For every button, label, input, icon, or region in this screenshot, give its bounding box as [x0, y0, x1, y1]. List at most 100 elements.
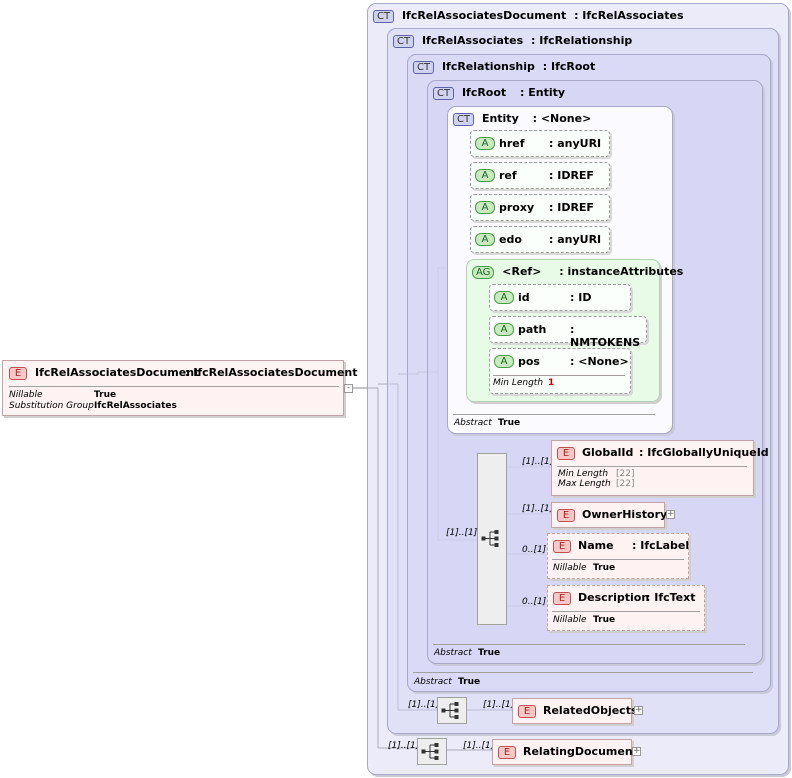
ct1-type: : IfcRelAssociates	[574, 9, 684, 22]
ct2-name: IfcRelAssociates	[421, 34, 524, 47]
ct3-type: : IfcRoot	[542, 60, 596, 73]
relating-sequence-compositor[interactable]	[417, 738, 447, 765]
substitution-group-property: Substitution Group	[9, 401, 94, 411]
attribute-type: : anyURI	[549, 137, 602, 150]
nillable-property: Nillable	[9, 390, 43, 400]
nillable-value: True	[94, 390, 117, 400]
attribute-group-icon: AG	[472, 265, 495, 279]
related-sequence-compositor[interactable]	[437, 697, 467, 724]
complex-type-icon: CT	[453, 112, 475, 126]
attribute-name: edo	[499, 233, 522, 246]
ct3-header: CT IfcRelationship : IfcRoot	[413, 60, 595, 74]
ct2-header: CT IfcRelAssociates : IfcRelationship	[393, 34, 632, 48]
element-name: GlobalId	[582, 446, 634, 459]
attribute-name: id	[518, 291, 530, 304]
attribute-name: path	[518, 323, 547, 336]
attribute-icon: A	[494, 323, 514, 336]
element-type: : IfcLabel	[632, 539, 690, 552]
collapse-toggle-icon[interactable]: -	[344, 384, 353, 393]
element-ownerhistory[interactable]: E OwnerHistory	[551, 502, 668, 528]
description-multiplicity: 0..[1]	[522, 597, 547, 607]
attribute-ref[interactable]: A ref : IDREF	[470, 162, 610, 189]
max-length-property: Max Length	[558, 479, 611, 489]
complex-type-icon: CT	[413, 60, 435, 74]
element-icon: E	[557, 509, 575, 522]
abstract-value: True	[478, 648, 501, 658]
relating-sequence-multiplicity: [1]..[1]	[388, 741, 420, 751]
attribute-icon: A	[475, 233, 495, 246]
nillable-property: Nillable	[553, 563, 587, 573]
attribute-group-type: : instanceAttributes	[559, 265, 684, 278]
divider	[552, 559, 684, 560]
element-name: RelatingDocument	[523, 745, 638, 758]
attribute-type: : <None>	[570, 355, 629, 368]
attribute-type: : IDREF	[549, 169, 594, 182]
element-name: RelatedObjects	[543, 704, 638, 717]
complex-type-icon: CT	[373, 9, 395, 23]
element-name[interactable]: E Name : IfcLabel Nillable True	[547, 533, 689, 579]
expand-icon[interactable]: +	[666, 509, 675, 519]
element-type: : IfcText	[646, 591, 696, 604]
attribute-group-name: <Ref>	[502, 265, 542, 278]
divider	[433, 644, 745, 645]
ct4-name: IfcRoot	[461, 86, 507, 99]
expand-icon[interactable]: +	[632, 746, 641, 756]
attribute-icon: A	[475, 169, 495, 182]
expand-icon[interactable]: +	[634, 705, 643, 715]
divider	[9, 386, 339, 387]
abstract-property: Abstract	[414, 677, 452, 687]
min-length-property: Min Length	[493, 378, 544, 388]
element-icon: E	[498, 746, 516, 759]
attribute-pos[interactable]: A pos : <None> Min Length 1	[489, 348, 631, 394]
divider	[552, 611, 700, 612]
element-icon: E	[9, 367, 27, 380]
element-icon: E	[518, 705, 536, 718]
max-length-value: [22]	[616, 479, 635, 489]
element-relatedobjects[interactable]: E RelatedObjects	[512, 698, 638, 724]
element-name: Name	[578, 539, 614, 552]
root-element[interactable]: E IfcRelAssociatesDocument : IfcRelAssoc…	[2, 360, 358, 416]
element-name: Description	[578, 591, 650, 604]
complex-type-icon: CT	[433, 86, 455, 100]
ct3-name: IfcRelationship	[441, 60, 535, 73]
attribute-group-header: AG <Ref> : instanceAttributes	[472, 265, 683, 279]
attribute-id[interactable]: A id : ID	[489, 284, 631, 311]
attribute-name: pos	[518, 355, 540, 368]
element-globalid[interactable]: E GlobalId : IfcGloballyUniqueId Min Len…	[551, 440, 769, 496]
substitution-group-value: IfcRelAssociates	[94, 401, 177, 411]
element-icon: E	[553, 592, 571, 605]
attribute-icon: A	[494, 355, 514, 368]
min-length-value: [22]	[616, 469, 635, 479]
attribute-path[interactable]: A path : NMTOKENS	[489, 316, 647, 349]
element-description[interactable]: E Description : IfcText Nillable True	[547, 585, 705, 631]
nillable-property: Nillable	[553, 615, 587, 625]
element-name: OwnerHistory	[582, 508, 668, 521]
element-relatingdocument[interactable]: E RelatingDocument	[492, 739, 638, 765]
attribute-href[interactable]: A href : anyURI	[470, 130, 610, 157]
element-type: : IfcGloballyUniqueId	[639, 446, 769, 459]
attribute-proxy[interactable]: A proxy : IDREF	[470, 194, 610, 221]
root-element-name: IfcRelAssociatesDocument	[35, 366, 200, 379]
abstract-property: Abstract	[434, 648, 472, 658]
attribute-name: ref	[499, 169, 517, 182]
ct1-name: IfcRelAssociatesDocument	[401, 9, 567, 22]
sequence-icon	[441, 702, 459, 719]
name-multiplicity: 0..[1]	[522, 545, 547, 555]
element-icon: E	[557, 447, 575, 460]
attribute-edo[interactable]: A edo : anyURI	[470, 226, 610, 253]
attribute-type: : NMTOKENS	[570, 323, 641, 349]
sequence-icon	[481, 530, 499, 547]
ct2-type: : IfcRelationship	[531, 34, 633, 47]
complex-type-icon: CT	[393, 34, 415, 48]
sequence-icon	[421, 743, 439, 760]
sequence-multiplicity: [1]..[1]	[446, 528, 478, 538]
min-length-value: 1	[548, 378, 555, 388]
ct5-header: CT Entity : <None>	[453, 112, 591, 126]
sequence-compositor[interactable]	[477, 453, 507, 625]
abstract-value: True	[458, 677, 481, 687]
divider	[453, 414, 655, 415]
ownerhistory-multiplicity: [1]..[1]	[522, 504, 554, 514]
attribute-type: : IDREF	[549, 201, 594, 214]
ct5-type: : <None>	[532, 112, 592, 125]
nillable-value: True	[593, 615, 616, 625]
